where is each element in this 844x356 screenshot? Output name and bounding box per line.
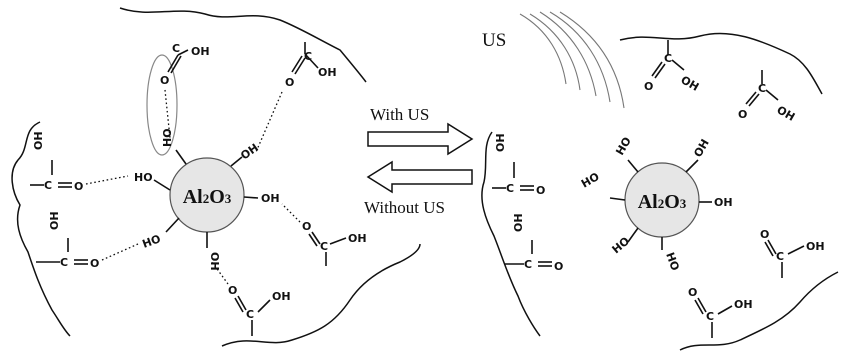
free-carboxyl-bottom: C OH O — [688, 286, 753, 338]
svg-text:OH: OH — [775, 103, 798, 124]
svg-text:OH: OH — [318, 66, 337, 79]
carboxyl-group-left-upper: C OH O — [30, 131, 129, 193]
forward-arrow-label: With US — [370, 105, 429, 124]
svg-text:OH: OH — [734, 298, 753, 311]
particle-hydroxyl-2: OH — [238, 141, 261, 162]
svg-text:OH: OH — [32, 131, 45, 150]
svg-text:OH: OH — [679, 73, 702, 94]
svg-text:O: O — [760, 228, 769, 241]
svg-text:O: O — [536, 184, 545, 197]
bound-state-panel: Al2O3 HO OH HO OH HO OH C OH O C — [11, 7, 421, 347]
svg-text:OH: OH — [806, 240, 825, 253]
released-hydroxyl-1: HO — [613, 135, 634, 158]
svg-text:OH: OH — [272, 290, 291, 303]
svg-text:OH: OH — [512, 213, 525, 232]
polymer-chain-left — [11, 121, 71, 337]
ultrasound-indicator: US — [482, 11, 625, 109]
svg-text:C: C — [60, 256, 68, 269]
svg-text:C: C — [664, 52, 672, 65]
polymer-chain-bottom — [221, 243, 421, 347]
free-carboxyl-top-2: C OH O — [738, 70, 797, 124]
equilibrium-arrows: With US Without US — [364, 105, 474, 217]
svg-text:O: O — [160, 74, 169, 87]
released-hydroxyl-2: OH — [691, 137, 712, 160]
released-chain-top — [619, 32, 823, 95]
released-alumina-label: Al2O3 — [638, 191, 687, 213]
particle-hydroxyl-4: OH — [261, 192, 280, 205]
svg-text:O: O — [644, 80, 653, 93]
alumina-label: Al2O3 — [183, 186, 232, 208]
svg-text:C: C — [172, 42, 180, 55]
released-hydroxyl-3: HO — [579, 170, 602, 191]
svg-text:O: O — [302, 220, 311, 233]
free-carboxyl-left-1: C OH O — [492, 133, 545, 197]
carboxyl-group-left-lower: C OH O — [36, 211, 139, 270]
svg-text:C: C — [758, 82, 766, 95]
svg-text:C: C — [44, 179, 52, 192]
carboxyl-group-top-right: C OH O — [255, 42, 337, 153]
svg-text:O: O — [74, 180, 83, 193]
hydrogen-bond-highlight — [146, 54, 178, 156]
svg-text:C: C — [706, 310, 714, 323]
released-chain-bottom — [679, 271, 839, 351]
svg-text:O: O — [738, 108, 747, 121]
released-chain-left — [481, 131, 541, 337]
polymer-chain-top — [119, 7, 367, 83]
particle-hydroxyl-5: HO — [141, 232, 163, 251]
reverse-arrow — [366, 160, 473, 194]
svg-text:C: C — [524, 258, 532, 271]
particle-hydroxyl-1: HO — [161, 128, 174, 147]
reverse-arrow-label: Without US — [364, 198, 445, 217]
free-carboxyl-left-2: C OH O — [504, 213, 563, 273]
svg-text:O: O — [688, 286, 697, 299]
free-carboxyl-top-1: C OH O — [644, 40, 701, 94]
forward-arrow — [367, 122, 474, 156]
svg-text:C: C — [776, 250, 784, 263]
svg-text:O: O — [554, 260, 563, 273]
particle-hydroxyl-6: OH — [208, 252, 221, 271]
carboxyl-group-top-left: C OH O — [160, 42, 210, 139]
svg-text:C: C — [320, 240, 328, 253]
ultrasound-label: US — [482, 30, 506, 51]
svg-text:O: O — [285, 76, 294, 89]
svg-text:O: O — [90, 257, 99, 270]
svg-text:OH: OH — [348, 232, 367, 245]
svg-text:C: C — [246, 308, 254, 321]
released-hydroxyl-5: HO — [610, 234, 633, 256]
carboxyl-group-bottom: C OH O — [211, 261, 291, 336]
svg-text:C: C — [506, 182, 514, 195]
free-carboxyl-right: C OH O — [760, 228, 825, 278]
released-hydroxyl-6: HO — [663, 251, 682, 273]
svg-text:OH: OH — [48, 211, 61, 230]
released-hydroxyl-4: OH — [714, 196, 733, 209]
svg-text:O: O — [228, 284, 237, 297]
svg-text:OH: OH — [191, 45, 210, 58]
carboxyl-group-right-lower: C OH O — [281, 203, 367, 266]
svg-text:OH: OH — [494, 133, 507, 152]
svg-text:C: C — [304, 50, 312, 63]
released-state-panel: Al2O3 HO OH HO OH HO HO C OH O C OH — [481, 32, 839, 351]
particle-hydroxyl-3: HO — [134, 171, 153, 184]
